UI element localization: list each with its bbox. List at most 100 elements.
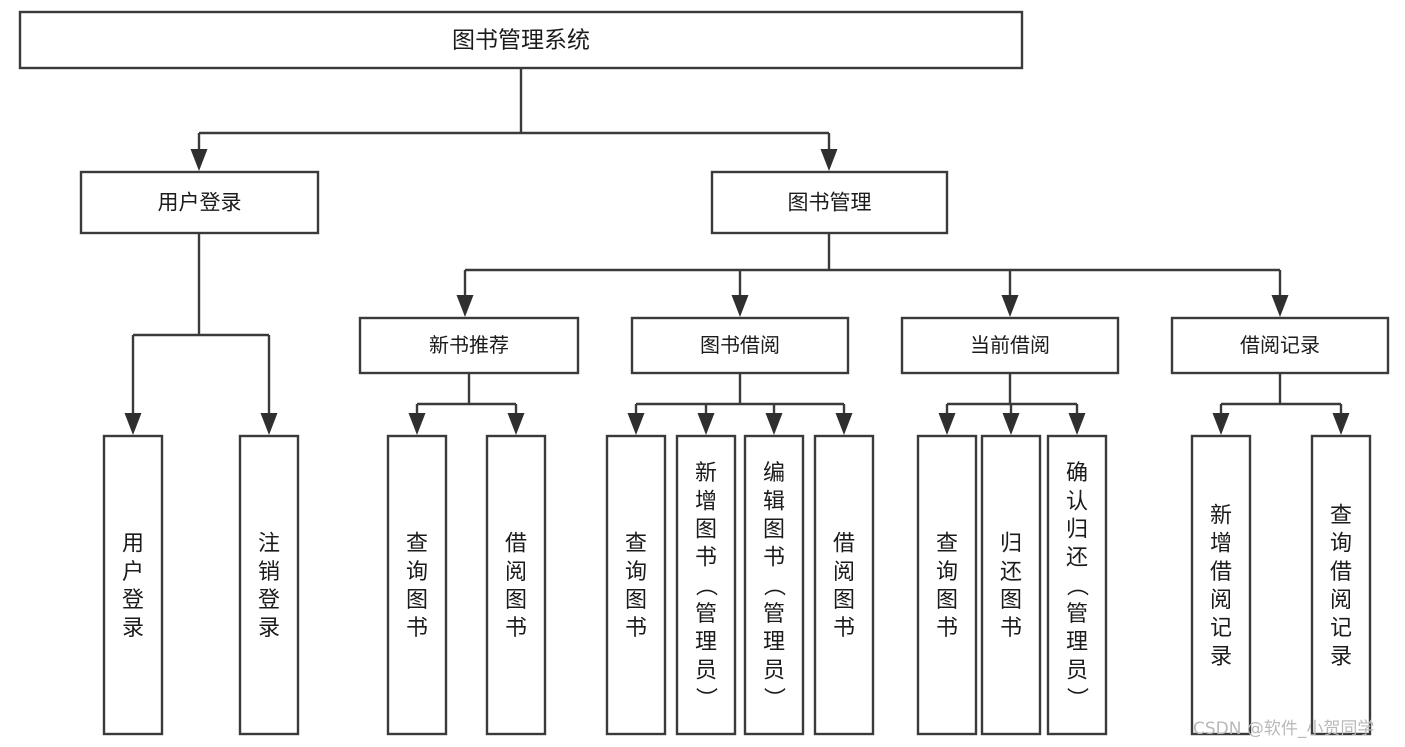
node-box-leaf-confirm-return-admin[interactable] (1046, 434, 1108, 736)
connector-record-to-leaves (1212, 373, 1350, 435)
node-root[interactable]: 图书管理系统 (18, 10, 1024, 70)
node-label-char: 书 (505, 616, 527, 641)
connector-login-to-leaves (124, 233, 278, 435)
node-label-char: 阅 (505, 560, 527, 585)
node-label-char: 询 (406, 560, 428, 585)
node-label-char: 书 (695, 546, 717, 571)
node-label-char: 询 (625, 560, 647, 585)
node-label-char: 录 (122, 616, 144, 641)
arrow-head-icon (1068, 413, 1086, 435)
node-label-char: 书 (406, 616, 428, 641)
node-label-char: 图 (833, 588, 855, 613)
node-label-user-login: 用户登录 (158, 191, 242, 215)
node-user-login[interactable]: 用户登录 (79, 170, 320, 235)
arrow-head-icon (731, 295, 749, 317)
node-box-leaf-borrow-query-book[interactable] (605, 434, 667, 736)
node-box-book-manage[interactable] (710, 170, 949, 235)
node-label-char: 图 (936, 588, 958, 613)
node-box-borrow-record[interactable] (1170, 316, 1390, 375)
node-leaf-user-login[interactable]: 用户登录 (102, 434, 164, 736)
node-label-char: 书 (833, 616, 855, 641)
node-label-char: ） (761, 687, 786, 709)
node-label-char: 图 (505, 588, 527, 613)
node-box-leaf-logout[interactable] (238, 434, 300, 736)
node-label-char: 录 (1210, 644, 1232, 669)
node-current-borrow[interactable]: 当前借阅 (900, 316, 1120, 375)
node-box-leaf-rec-query-book[interactable] (386, 434, 448, 736)
arrow-head-icon (190, 149, 208, 171)
node-label-char: 新 (695, 461, 717, 486)
node-box-new-book-rec[interactable] (358, 316, 580, 375)
node-box-leaf-rec-borrow-book[interactable] (485, 434, 547, 736)
node-box-leaf-cur-query-book[interactable] (916, 434, 978, 736)
node-label-char: 书 (625, 616, 647, 641)
arrow-head-icon (260, 413, 278, 435)
node-label-char: 图 (695, 518, 717, 543)
node-box-leaf-query-borrow-record[interactable] (1310, 434, 1372, 736)
arrow-head-icon (938, 413, 956, 435)
node-label-char: 增 (1210, 532, 1232, 557)
node-label-char: 销 (258, 560, 280, 585)
node-box-book-borrow[interactable] (630, 316, 850, 375)
node-label-char: 员 (1066, 658, 1088, 683)
node-label-char: 新 (1210, 503, 1232, 528)
node-label-borrow-record: 借阅记录 (1240, 333, 1320, 357)
arrow-head-icon (1212, 413, 1230, 435)
node-label-char: 借 (1330, 560, 1352, 585)
node-book-borrow[interactable]: 图书借阅 (630, 316, 850, 375)
node-box-leaf-return-book[interactable] (980, 434, 1042, 736)
connector-borrow-to-leaves (627, 373, 853, 435)
node-box-leaf-user-login[interactable] (102, 434, 164, 736)
node-label-new-book-rec: 新书推荐 (429, 333, 509, 357)
nodes-layer: 图书管理系统用户登录图书管理新书推荐图书借阅当前借阅借阅记录用户登录注销登录查询… (18, 10, 1390, 736)
node-label-char: 管 (1066, 602, 1088, 627)
arrow-head-icon (835, 413, 853, 435)
node-book-manage[interactable]: 图书管理 (710, 170, 949, 235)
node-label-char: ） (693, 687, 718, 709)
node-label-char: 管 (763, 602, 785, 627)
node-box-root[interactable] (18, 10, 1024, 70)
node-label-char: 用 (122, 532, 144, 557)
node-label-char: 登 (258, 588, 280, 613)
node-label-char: 登 (122, 588, 144, 613)
arrow-head-icon (456, 295, 474, 317)
node-box-current-borrow[interactable] (900, 316, 1120, 375)
node-label-char: 查 (625, 532, 647, 557)
node-label-char: 理 (763, 630, 785, 655)
node-label-char: 还 (1066, 546, 1088, 571)
node-label-char: （ (1064, 574, 1089, 596)
node-box-leaf-borrow-book[interactable] (813, 434, 875, 736)
node-label-char: 书 (763, 546, 785, 571)
node-label-char: 户 (122, 560, 144, 585)
node-new-book-rec[interactable]: 新书推荐 (358, 316, 580, 375)
node-label-book-manage: 图书管理 (788, 191, 872, 215)
node-label-char: 询 (1330, 532, 1352, 557)
node-box-leaf-add-book-admin[interactable] (675, 434, 737, 736)
node-box-leaf-add-borrow-record[interactable] (1190, 434, 1252, 736)
node-label-char: 员 (763, 658, 785, 683)
node-label-char: 录 (1330, 644, 1352, 669)
connector-current-to-leaves (938, 373, 1086, 435)
node-box-user-login[interactable] (79, 170, 320, 235)
node-label-char: 增 (695, 489, 717, 514)
node-label-char: 阅 (833, 560, 855, 585)
node-label-char: （ (693, 574, 718, 596)
arrow-head-icon (765, 413, 783, 435)
node-box-leaf-edit-book-admin[interactable] (743, 434, 805, 736)
arrow-head-icon (408, 413, 426, 435)
node-borrow-record[interactable]: 借阅记录 (1170, 316, 1390, 375)
